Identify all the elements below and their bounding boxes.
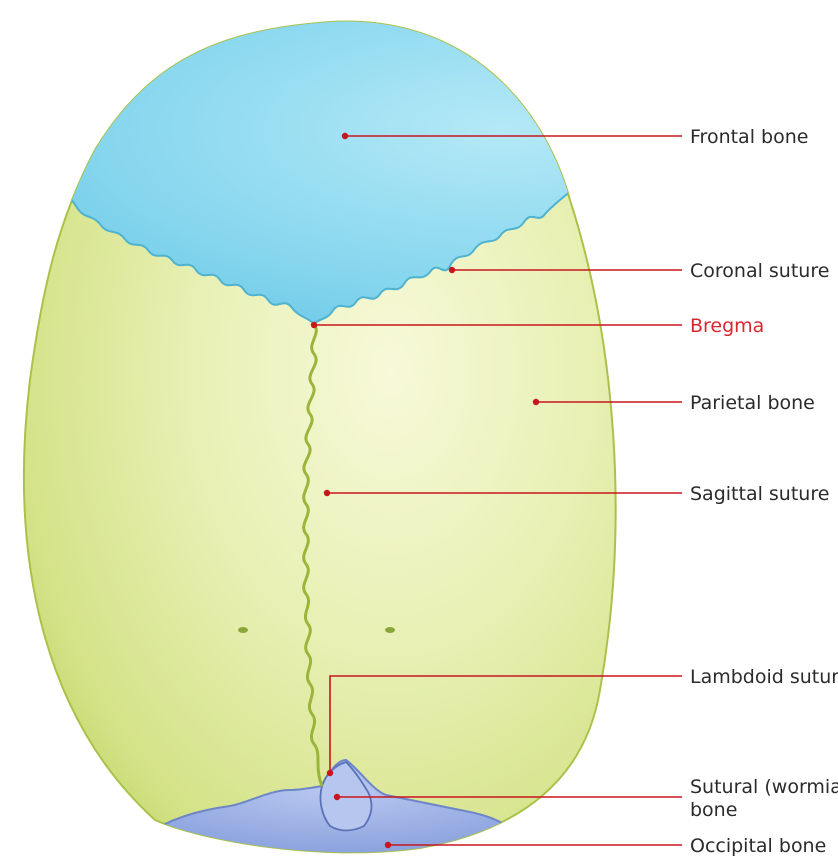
- label-coronal-suture: Coronal suture: [690, 260, 829, 282]
- label-bregma: Bregma: [690, 315, 764, 337]
- label-lambdoid-suture: Lambdoid suture: [690, 666, 838, 688]
- label-sutural-bone-line1: Sutural (wormian): [690, 776, 838, 798]
- label-frontal-bone: Frontal bone: [690, 126, 808, 148]
- label-sagittal-suture: Sagittal suture: [690, 483, 829, 505]
- label-occipital-bone: Occipital bone: [690, 835, 826, 857]
- parietal-foramen-left: [238, 627, 248, 633]
- parietal-foramen-right: [385, 627, 395, 633]
- label-sutural-bone-line2: bone: [690, 799, 737, 821]
- label-parietal-bone: Parietal bone: [690, 392, 815, 414]
